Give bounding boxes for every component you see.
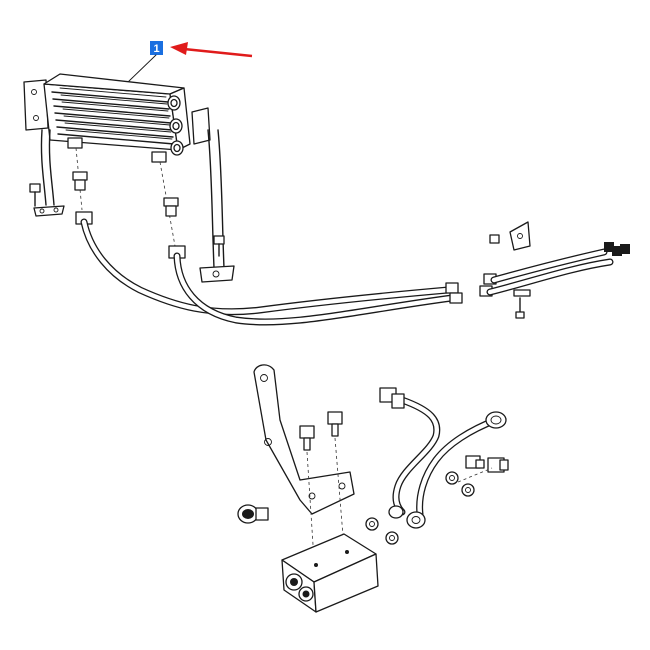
adapter-right <box>159 161 186 259</box>
sealing-washers <box>365 471 475 545</box>
end-fittings <box>604 242 630 256</box>
mounting-stay <box>191 107 235 283</box>
short-pipes <box>379 387 507 529</box>
mounting-bracket <box>253 364 355 515</box>
callout-1[interactable]: 1 <box>127 41 163 83</box>
callout-badge <box>150 41 163 55</box>
callout-label: 1 <box>153 43 159 55</box>
right-pipe-section <box>486 221 630 319</box>
oil-cooler <box>23 73 191 163</box>
callout-leader-line <box>127 54 157 83</box>
bracket-bolt-right <box>327 411 345 549</box>
left-support-bracket <box>33 129 65 217</box>
adapter-block <box>281 533 379 613</box>
banjo-bolt <box>237 504 269 524</box>
union-fittings <box>457 455 509 483</box>
bolt-left <box>29 183 41 207</box>
adapter-left <box>72 147 93 225</box>
red-pointer-arrow-icon <box>170 42 253 58</box>
bracket-bolt-left <box>299 425 315 561</box>
oil-pipes <box>80 218 497 326</box>
